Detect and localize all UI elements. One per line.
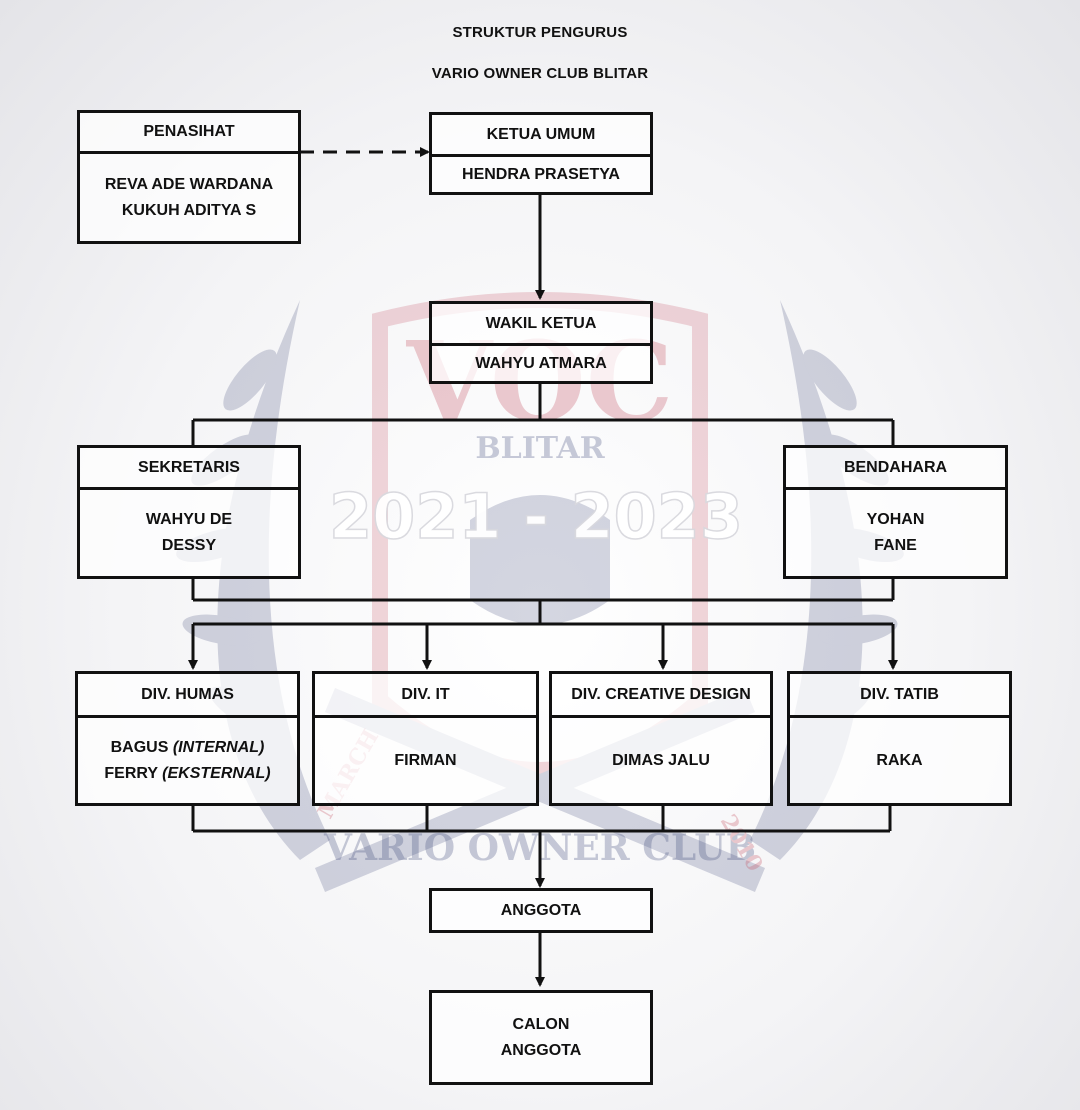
node-div-humas-member: BAGUS (INTERNAL) bbox=[111, 735, 265, 761]
node-calon-anggota: CALON ANGGOTA bbox=[429, 990, 653, 1085]
node-ketua-umum: KETUA UMUM HENDRA PRASETYA bbox=[429, 112, 653, 195]
node-anggota: ANGGOTA bbox=[429, 888, 653, 933]
node-wakil-ketua: WAKIL KETUA WAHYU ATMARA bbox=[429, 301, 653, 384]
page-subtitle: VARIO OWNER CLUB BLITAR bbox=[431, 65, 649, 82]
member-name: BAGUS bbox=[110, 738, 169, 756]
watermark-city: BLITAR bbox=[475, 431, 605, 466]
node-bendahara: BENDAHARA YOHAN FANE bbox=[783, 445, 1008, 579]
node-calon-anggota-line: CALON bbox=[512, 1015, 570, 1033]
node-penasihat-member: KUKUH ADITYA S bbox=[121, 201, 257, 219]
node-ketua-umum-member: HENDRA PRASETYA bbox=[462, 165, 620, 183]
node-penasihat: PENASIHAT REVA ADE WARDANA KUKUH ADITYA … bbox=[77, 110, 301, 244]
node-sekretaris: SEKRETARIS WAHYU DE DESSY bbox=[77, 445, 301, 579]
node-ketua-umum-label: KETUA UMUM bbox=[432, 115, 650, 157]
node-div-creative-design: DIV. CREATIVE DESIGN DIMAS JALU bbox=[549, 671, 773, 806]
node-bendahara-label: BENDAHARA bbox=[786, 448, 1005, 490]
node-div-tatib-member: RAKA bbox=[876, 751, 923, 769]
node-wakil-ketua-label: WAKIL KETUA bbox=[432, 304, 650, 346]
node-bendahara-member: FANE bbox=[874, 537, 917, 554]
node-div-creative-design-member: DIMAS JALU bbox=[612, 751, 710, 769]
node-calon-anggota-line: ANGGOTA bbox=[500, 1041, 582, 1059]
portrait-icon bbox=[470, 495, 610, 625]
node-div-it-member: FIRMAN bbox=[394, 751, 457, 769]
member-role: (INTERNAL) bbox=[172, 738, 265, 756]
node-penasihat-member: REVA ADE WARDANA bbox=[104, 175, 274, 193]
node-sekretaris-member: WAHYU DE bbox=[145, 511, 233, 528]
node-sekretaris-label: SEKRETARIS bbox=[80, 448, 298, 490]
node-sekretaris-member: DESSY bbox=[161, 537, 217, 554]
node-div-tatib: DIV. TATIB RAKA bbox=[787, 671, 1012, 806]
page-title: STRUKTUR PENGURUS bbox=[452, 24, 628, 41]
node-div-humas-member: FERRY (EKSTERNAL) bbox=[104, 761, 270, 787]
node-anggota-label: ANGGOTA bbox=[500, 901, 582, 919]
node-div-it: DIV. IT FIRMAN bbox=[312, 671, 539, 806]
node-div-it-label: DIV. IT bbox=[315, 674, 536, 718]
watermark-period: 2021 - 2023 bbox=[329, 480, 743, 553]
node-div-humas-label: DIV. HUMAS bbox=[78, 674, 297, 718]
member-name: FERRY bbox=[104, 764, 158, 782]
node-penasihat-label: PENASIHAT bbox=[80, 113, 298, 154]
node-bendahara-member: YOHAN bbox=[866, 511, 925, 528]
node-div-tatib-label: DIV. TATIB bbox=[790, 674, 1009, 718]
node-div-humas: DIV. HUMAS BAGUS (INTERNAL) FERRY (EKSTE… bbox=[75, 671, 300, 806]
node-wakil-ketua-member: WAHYU ATMARA bbox=[475, 354, 607, 372]
node-div-creative-design-label: DIV. CREATIVE DESIGN bbox=[552, 674, 770, 718]
member-role: (EKSTERNAL) bbox=[162, 764, 271, 782]
